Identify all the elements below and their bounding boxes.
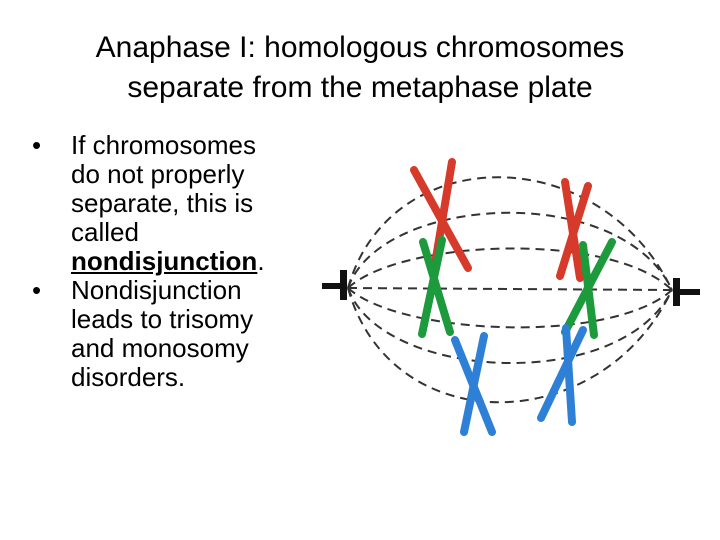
bullet-line: separate, this is [71, 188, 254, 218]
chromosome-blue-right [537, 324, 587, 426]
bullet-item-nondisjunction-definition: • If chromosomes do not properly separat… [32, 131, 332, 276]
bullet-line: Nondisjunction [71, 275, 242, 305]
chromatid [561, 238, 616, 336]
left-pole-tick [340, 270, 347, 300]
bullet-line: called [71, 217, 139, 247]
bullet-dot: • [32, 130, 42, 160]
nondisjunction-term: nondisjunction [71, 246, 258, 276]
bullet-list: • If chromosomes do not properly separat… [32, 131, 332, 392]
chromosome-green-left [418, 236, 454, 338]
spindle-fiber [347, 287, 673, 329]
chromatid [556, 182, 592, 280]
chromatid [537, 326, 587, 422]
term-suffix: . [257, 246, 265, 276]
chromatid [419, 238, 454, 336]
right-pole [673, 278, 700, 306]
spindle-fiber [347, 287, 673, 404]
left-pole-bar [322, 283, 340, 289]
bullet-line: If chromosomes [71, 130, 256, 160]
title-line-2: separate from the metaphase plate [127, 71, 593, 104]
bullet-item-nondisjunction-effects: • Nondisjunction leads to trisomy and mo… [32, 276, 332, 392]
bullet-line: disorders. [71, 362, 186, 392]
bullet-line: and monosomy [71, 333, 249, 363]
spindle-fiber [347, 287, 673, 364]
chromatid [418, 236, 446, 338]
chromosomes [410, 158, 616, 436]
spindle-fiber [347, 287, 673, 291]
bullet-dot: • [32, 275, 42, 305]
spindle-fiber [347, 247, 673, 291]
left-pole [322, 270, 347, 300]
chromosome-blue-left [451, 332, 496, 436]
title-line-1: Anaphase I: homologous chromosomes [95, 31, 625, 64]
right-pole-tick [673, 278, 680, 306]
bullet-line: leads to trisomy [71, 304, 254, 334]
chromatid [562, 324, 576, 426]
right-pole-bar [680, 289, 700, 295]
chromosome-red-right [556, 178, 592, 282]
slide-title: Anaphase I: homologous chromosomes separ… [20, 28, 700, 108]
spindle-fiber [347, 176, 673, 291]
spindle-fiber [347, 211, 673, 291]
chromosome-green-right [561, 238, 616, 339]
chromatid [460, 332, 488, 436]
bullet-line: do not properly [71, 159, 245, 189]
bullet-line-term: nondisjunction. [71, 247, 332, 276]
spindle-fibers [347, 176, 673, 404]
